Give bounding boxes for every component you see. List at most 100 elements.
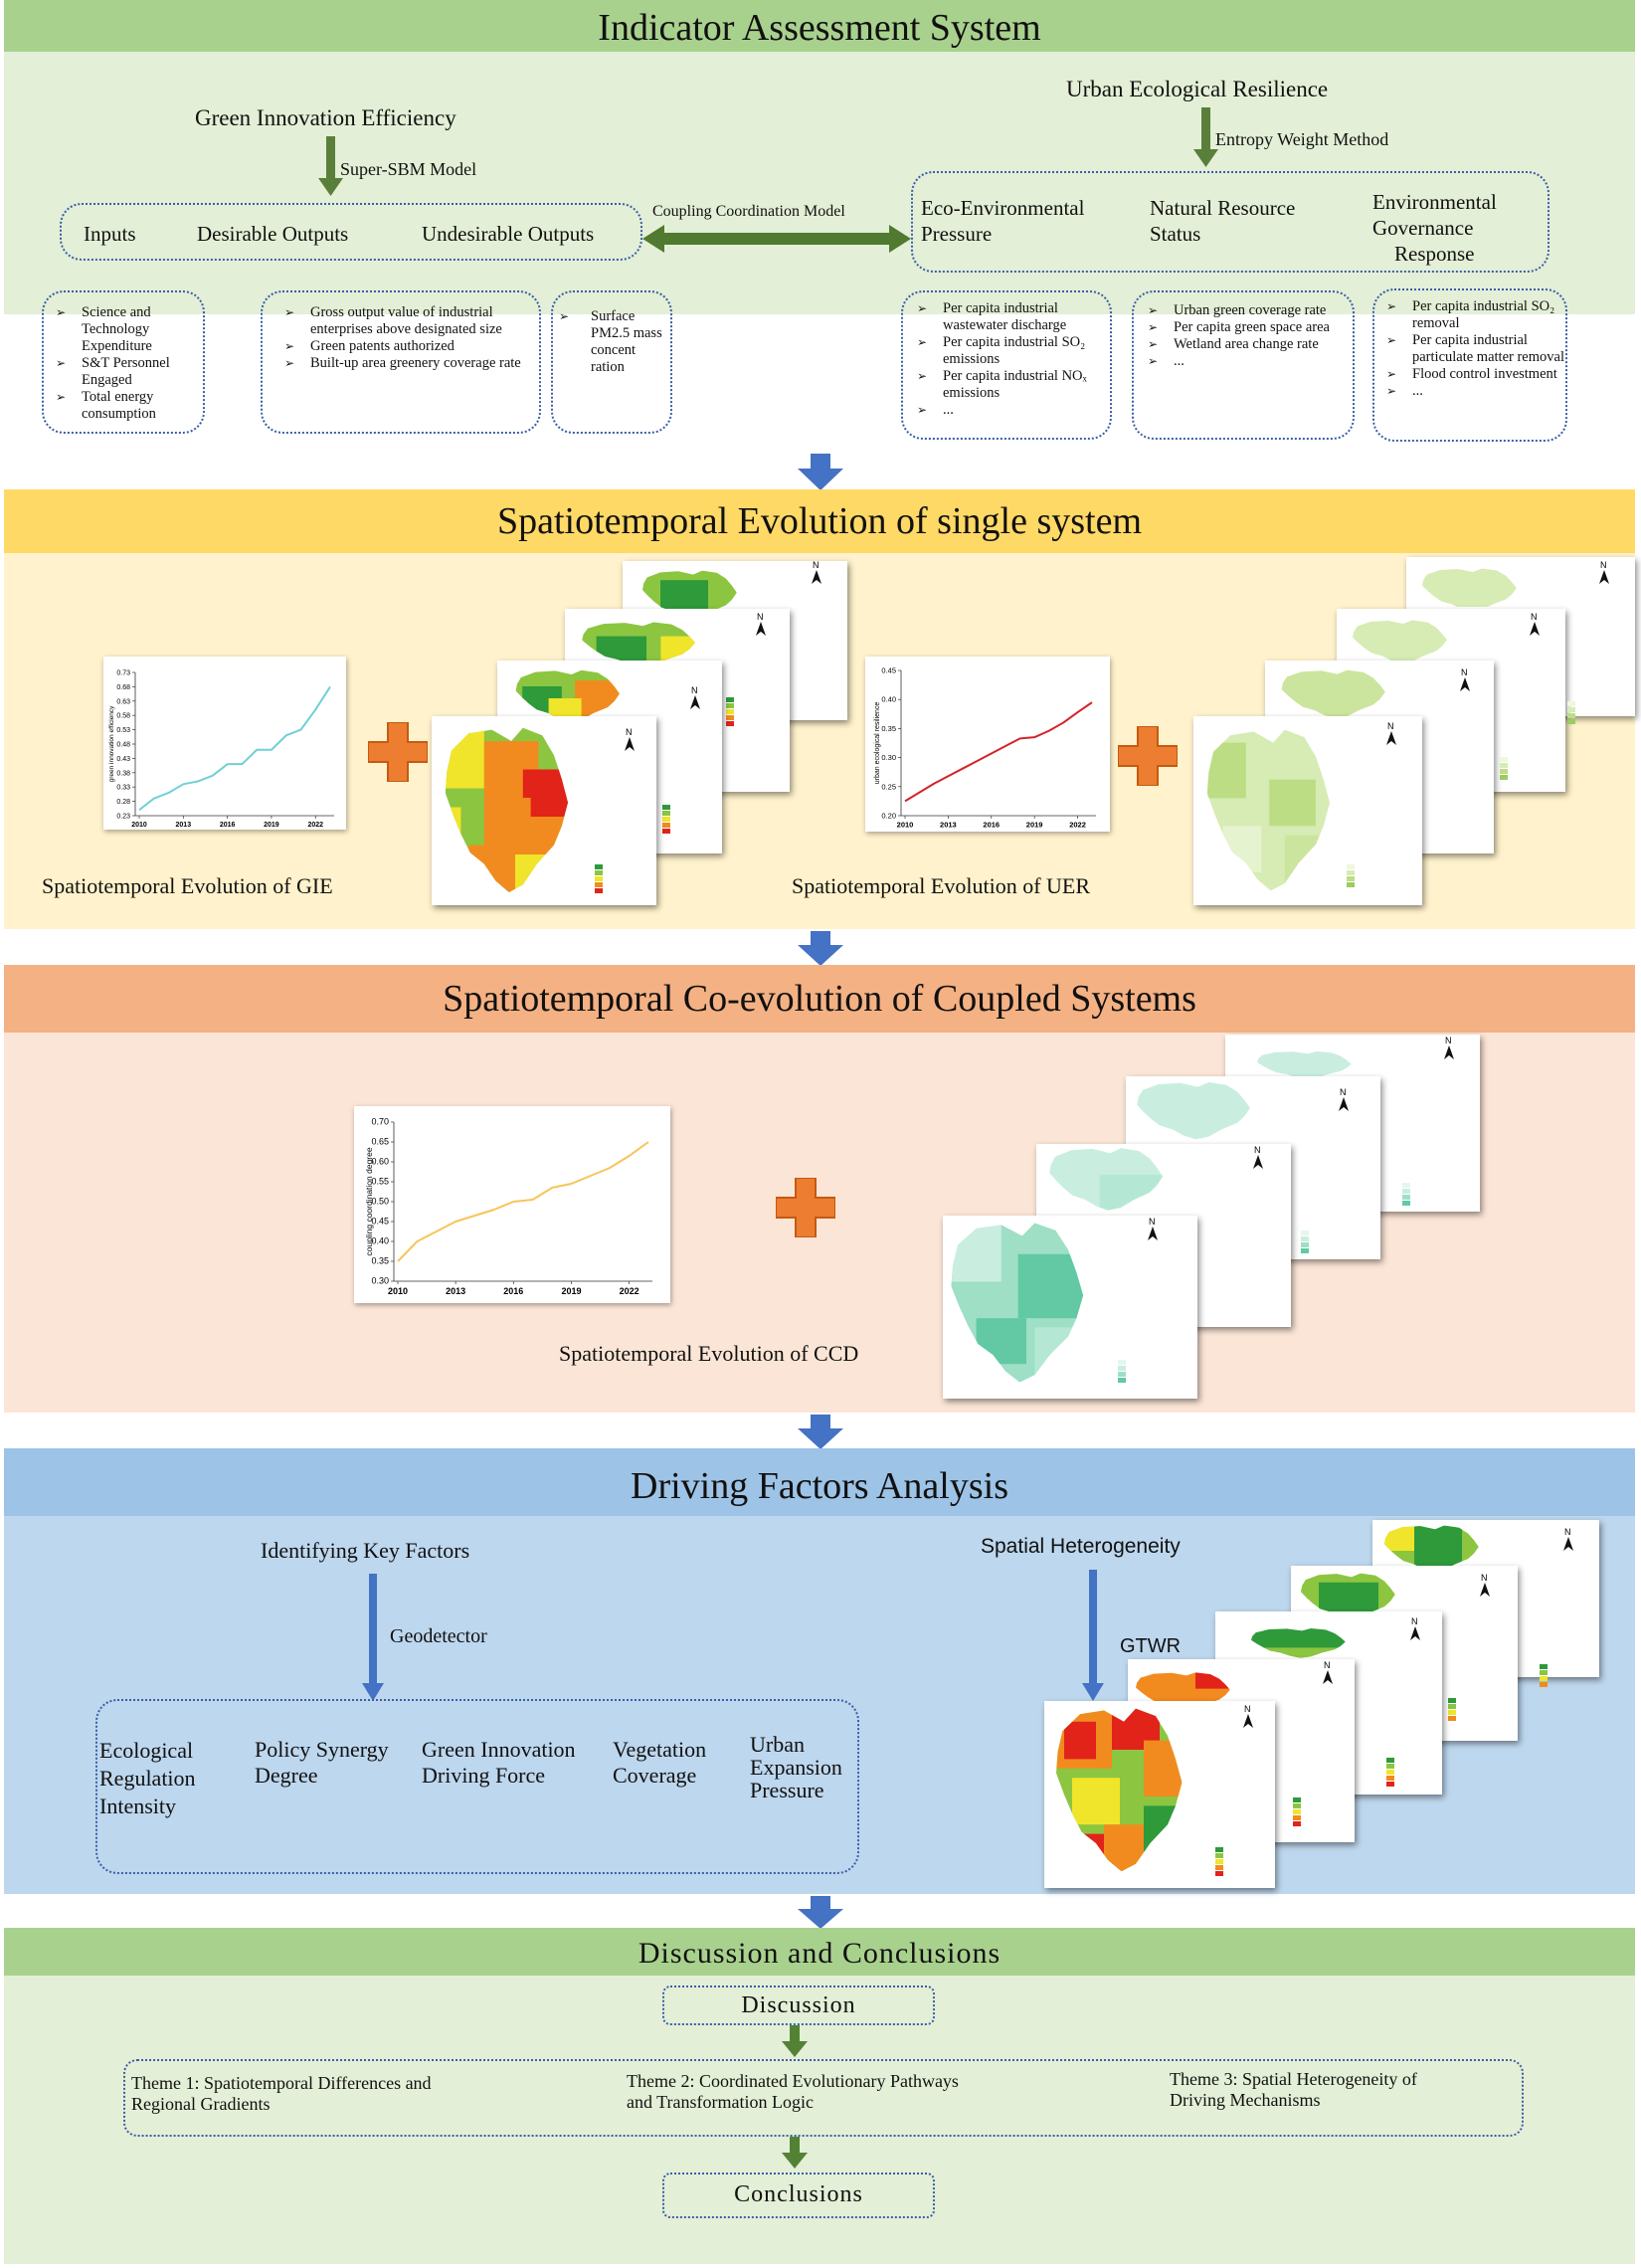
map-legend	[1500, 756, 1546, 792]
north-arrow-icon: N	[1243, 1704, 1253, 1728]
map-legend	[1118, 1359, 1164, 1395]
uer-method-label: Entropy Weight Method	[1215, 129, 1389, 149]
uer-map	[1353, 620, 1447, 662]
list-item: ...	[1144, 353, 1349, 370]
y-tick-label: 0.55	[371, 1177, 389, 1187]
svg-text:N: N	[1481, 1573, 1488, 1583]
uer-map	[1281, 669, 1385, 719]
x-tick-label: 2016	[983, 821, 1000, 830]
y-tick-label: 0.30	[371, 1276, 389, 1286]
resource-list: Urban green coverage rate Per capita gre…	[1144, 302, 1349, 370]
svg-text:N: N	[757, 612, 764, 622]
y-tick-label: 0.68	[116, 684, 130, 691]
north-arrow-icon: N	[1563, 1527, 1573, 1551]
north-arrow-icon: N	[625, 727, 635, 751]
north-arrow-icon: N	[1339, 1087, 1349, 1111]
list-item: Urban green coverage rate	[1144, 302, 1349, 319]
uer-map	[1422, 568, 1517, 607]
spatial-heterogeneity-title: Spatial Heterogeneity	[981, 1535, 1181, 1558]
gie-line-chart: 0.730.680.630.580.530.480.430.380.330.28…	[108, 670, 334, 829]
map-legend	[1448, 1697, 1494, 1733]
gtwr-map	[1251, 1628, 1346, 1658]
factors-box	[95, 1699, 859, 1874]
svg-text:N: N	[1564, 1527, 1571, 1537]
svg-text:N: N	[1387, 721, 1394, 731]
pressure-list: Per capita industrial wastewater dischar…	[913, 300, 1108, 419]
list-item: Total energy consumption	[52, 389, 201, 423]
y-axis-label: green innovation efficiency	[108, 705, 115, 783]
ccd-chart-card	[354, 1106, 670, 1303]
map-legend	[1293, 1796, 1339, 1832]
north-arrow-icon: N	[1253, 1145, 1263, 1169]
ccd-map	[1137, 1081, 1250, 1140]
gie-category-desirable: Desirable Outputs	[197, 222, 349, 246]
north-arrow-icon: N	[812, 560, 821, 584]
gie-caption: Spatiotemporal Evolution of GIE	[42, 873, 333, 898]
geodetector-label: Geodetector	[390, 1625, 487, 1647]
svg-text:N: N	[626, 727, 633, 737]
ccd-line-chart: 0.700.650.600.550.500.450.400.350.302010…	[364, 1117, 652, 1296]
svg-text:N: N	[1411, 1616, 1418, 1626]
x-tick-label: 2022	[1069, 821, 1086, 830]
gtwr-down-arrow	[1082, 1570, 1104, 1701]
x-tick-label: 2016	[503, 1286, 523, 1296]
ccd-map	[1257, 1050, 1352, 1078]
geodetector-down-arrow	[362, 1574, 384, 1701]
map-legend	[595, 863, 640, 903]
y-tick-label: 0.20	[881, 812, 896, 821]
map-legend	[1402, 1182, 1448, 1218]
ccd-caption: Spatiotemporal Evolution of CCD	[559, 1341, 859, 1366]
y-tick-label: 0.30	[881, 753, 896, 762]
gie-categories-box	[60, 203, 642, 261]
plus-icon	[368, 722, 428, 782]
discussion-box	[662, 1985, 935, 2025]
x-tick-label: 2019	[561, 1286, 581, 1296]
coupling-double-arrow	[642, 225, 911, 253]
gie-title: Green Innovation Efficiency	[195, 105, 456, 130]
svg-text:N: N	[1254, 1145, 1261, 1155]
list-item: Surface PM2.5 mass concent ration	[555, 308, 664, 376]
svg-text:N: N	[1244, 1704, 1251, 1714]
map-legend	[1567, 700, 1613, 736]
x-tick-label: 2013	[446, 1286, 465, 1296]
list-item: Per capita green space area	[1144, 319, 1349, 336]
y-tick-label: 0.73	[116, 670, 130, 677]
map-legend	[1386, 1757, 1432, 1793]
y-tick-label: 0.58	[116, 713, 130, 720]
y-tick-label: 0.28	[116, 799, 130, 806]
north-arrow-icon: N	[1410, 1616, 1420, 1640]
discussion-label: Discussion	[741, 1992, 856, 2018]
list-item: Wetland area change rate	[1144, 336, 1349, 353]
y-tick-label: 0.40	[371, 1236, 389, 1246]
uer-down-arrow	[1193, 107, 1218, 167]
map-legend	[1347, 863, 1392, 899]
list-item: Per capita industrial SO₂ removal	[1382, 298, 1565, 332]
single-section-title: Spatiotemporal Evolution of single syste…	[4, 489, 1635, 553]
y-axis-label: urban ecological resilience	[874, 702, 881, 785]
svg-text:N: N	[1461, 667, 1468, 677]
gtwr-map	[1384, 1525, 1479, 1568]
uer-map	[1206, 729, 1331, 891]
x-tick-label: 2019	[264, 822, 279, 829]
gie-map	[445, 727, 569, 893]
uer-caption: Spatiotemporal Evolution of UER	[792, 873, 1091, 898]
north-arrow-icon: N	[756, 612, 766, 636]
governance-box	[1372, 288, 1567, 442]
series-line	[904, 701, 1093, 803]
discussion-section-body	[4, 1928, 1635, 2264]
list-item: Per capita industrial wastewater dischar…	[913, 300, 1108, 334]
list-item: Per capita industrial SO₂ emissions	[913, 334, 1108, 368]
north-arrow-icon: N	[1530, 612, 1540, 636]
x-tick-label: 2022	[307, 822, 323, 829]
y-tick-label: 0.65	[371, 1137, 389, 1147]
svg-text:N: N	[1324, 1660, 1331, 1670]
y-tick-label: 0.38	[116, 770, 130, 777]
ccd-map	[1049, 1148, 1163, 1211]
